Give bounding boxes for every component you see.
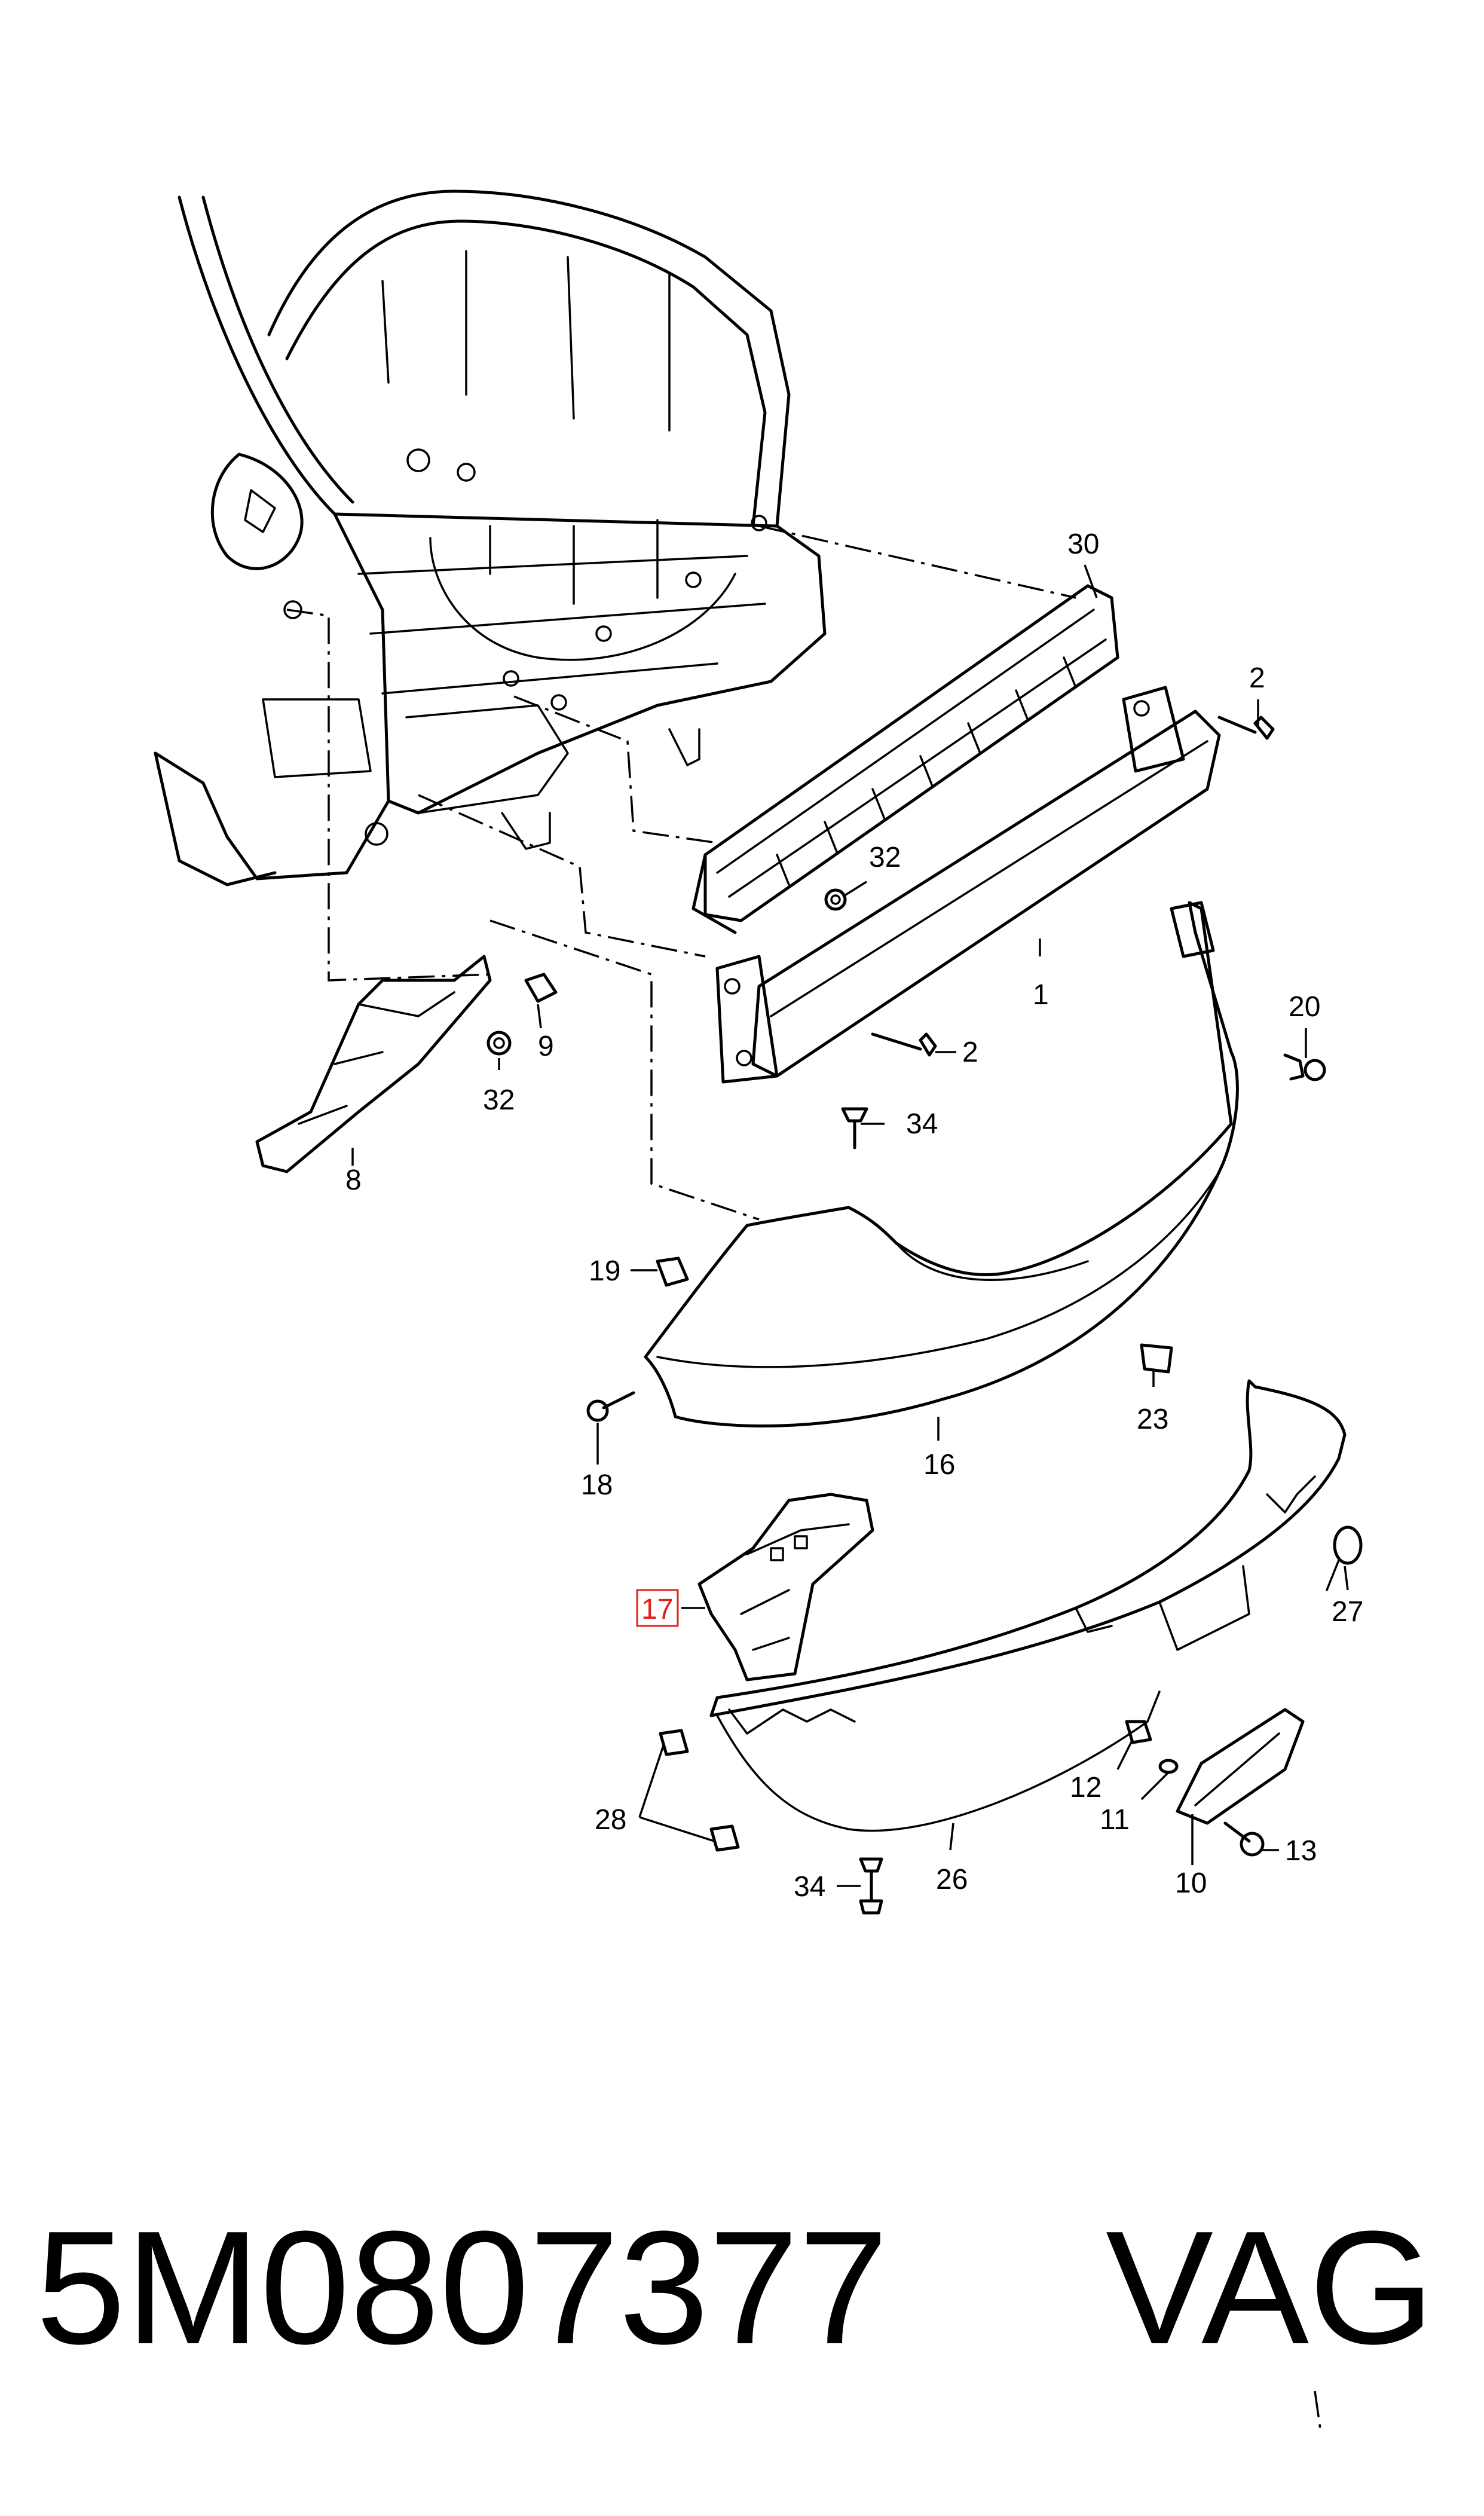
bolt-2-lower: [871, 1032, 937, 1057]
callout-18: 18: [581, 1469, 613, 1501]
leader-lines: [351, 564, 1349, 1887]
clip-28-lower: [709, 1824, 740, 1852]
bolt-2-upper: [1217, 716, 1275, 740]
callout-16: 16: [923, 1449, 955, 1481]
callout-13: 13: [1285, 1835, 1317, 1867]
callout-10: 10: [1175, 1867, 1207, 1899]
bumper-cover-part-16: [644, 901, 1239, 1427]
fasteners: [486, 716, 1363, 1915]
callout-2-lower: 2: [962, 1037, 978, 1068]
nut-32-upper: [824, 888, 847, 911]
clip-12: [1125, 1720, 1152, 1744]
diffuser-part-26: [709, 1379, 1347, 1832]
callout-9: 9: [538, 1031, 554, 1062]
washer-11: [1158, 1759, 1179, 1774]
clip-19: [656, 1257, 689, 1287]
guide-bracket-part-17: [697, 1493, 874, 1682]
brand-name: VAG: [1106, 2198, 1434, 2378]
rivet-20: [1283, 1053, 1326, 1081]
callout-32-upper: 32: [869, 842, 901, 873]
ring-27: [1326, 1526, 1363, 1591]
nut-23: [1140, 1343, 1173, 1374]
screw-18: [586, 1391, 635, 1422]
callout-19: 19: [589, 1255, 620, 1287]
callout-2-upper: 2: [1249, 662, 1265, 694]
callout-30: 30: [1067, 528, 1099, 560]
screw-34-upper: [841, 1107, 868, 1150]
reinforcement-bar-part-1: [715, 686, 1221, 1084]
energy-absorber-part-30: [691, 584, 1119, 934]
callout-11: 11: [1100, 1804, 1130, 1836]
callout-12: 12: [1070, 1772, 1101, 1803]
callout-labels: 30 2 32 1 2 20 9 32 34 8 19 16 23 18 17 …: [345, 528, 1363, 1903]
part-number: 5M0807377: [36, 2198, 888, 2378]
nut-32-lower: [486, 1031, 512, 1056]
callout-1: 1: [1033, 979, 1049, 1011]
callout-17: 17: [641, 1594, 673, 1625]
callout-28: 28: [595, 1804, 626, 1836]
callout-23: 23: [1137, 1404, 1168, 1435]
callout-27: 27: [1332, 1596, 1363, 1628]
callout-26: 26: [936, 1864, 968, 1896]
callout-32-lower: 32: [483, 1084, 515, 1116]
clip-9: [524, 973, 558, 1003]
side-bracket-part-8: [255, 955, 492, 1173]
callout-20: 20: [1289, 991, 1320, 1023]
callout-8: 8: [345, 1164, 362, 1196]
rear-body-shell: [154, 189, 827, 886]
callout-34-lower: 34: [794, 1871, 825, 1903]
callout-17-highlight-box: [636, 1589, 679, 1627]
screw-13: [1223, 1821, 1265, 1857]
callout-34-upper: 34: [906, 1108, 938, 1140]
assembly-lines: [286, 525, 1322, 2434]
screw-34-lower: [859, 1857, 883, 1915]
tow-cover-part-10: [1176, 1708, 1305, 1825]
clip-28-upper: [659, 1729, 689, 1756]
